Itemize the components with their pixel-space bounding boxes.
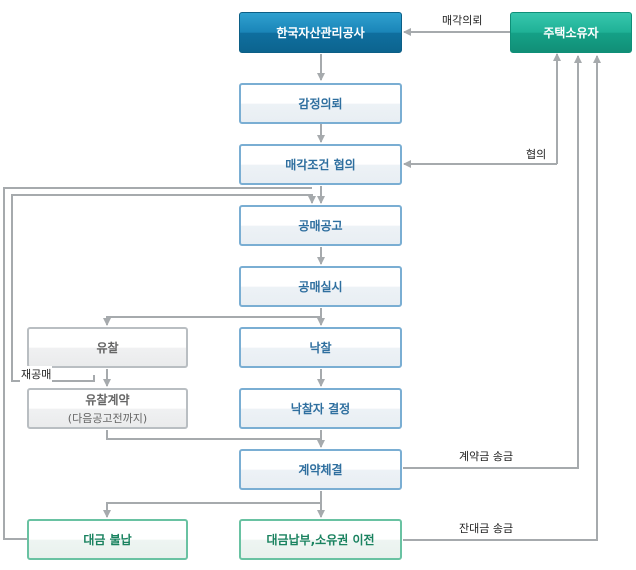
node-sale-terms-label: 매각조건 협의	[285, 158, 356, 172]
node-failed-contract-label: 유찰계약	[85, 393, 130, 407]
node-owner: 주택소유자	[510, 12, 632, 53]
node-kamco-label: 한국자산관리공사	[276, 26, 365, 40]
arrow-balance-to-owner	[403, 55, 601, 541]
arrow-failed-contract-to-contract	[106, 430, 321, 440]
edge-label-balance-remit: 잔대금 송금	[459, 522, 514, 535]
node-failed-bid: 유찰	[27, 327, 188, 368]
edge-label-deposit-remit: 계약금 송금	[459, 450, 514, 463]
arrow-deposit-to-owner	[403, 55, 582, 469]
arrow-re-auction	[11, 194, 316, 382]
node-appraisal: 감정의뢰	[239, 83, 402, 124]
node-failed-bid-label: 유찰	[96, 341, 119, 355]
node-nonpayment: 대금 불납	[27, 519, 188, 560]
node-auction-label: 공매실시	[298, 280, 343, 294]
node-public-notice: 공매공고	[239, 205, 402, 246]
node-failed-contract: 유찰계약 (다음공고전까지)	[27, 388, 188, 429]
node-public-notice-label: 공매공고	[298, 219, 343, 233]
edge-label-sale-request: 매각의뢰	[442, 14, 483, 27]
node-winner-decision: 낙찰자 결정	[239, 388, 402, 429]
arrow-nonpayment-to-notice	[3, 187, 312, 540]
node-contract: 계약체결	[239, 449, 402, 490]
node-nonpayment-label: 대금 불납	[83, 533, 132, 547]
node-contract-label: 계약체결	[298, 463, 343, 477]
node-sale-terms: 매각조건 협의	[239, 144, 402, 185]
node-payment-transfer-label: 대금납부,소유권 이전	[266, 533, 375, 547]
node-failed-contract-note: (다음공고전까지)	[67, 412, 148, 425]
arrow-auction-to-failed	[103, 316, 321, 326]
node-winner-decision-label: 낙찰자 결정	[290, 402, 351, 416]
node-winning-bid: 낙찰	[239, 327, 402, 368]
node-payment-transfer: 대금납부,소유권 이전	[239, 519, 402, 560]
node-appraisal-label: 감정의뢰	[298, 97, 343, 111]
node-owner-label: 주택소유자	[543, 26, 599, 40]
arrow-contract-to-nonpayment	[103, 502, 321, 518]
edge-label-re-auction: 재공매	[20, 366, 53, 382]
node-auction: 공매실시	[239, 266, 402, 307]
node-kamco: 한국자산관리공사	[239, 12, 402, 53]
edge-label-consultation: 협의	[526, 148, 547, 161]
node-winning-bid-label: 낙찰	[309, 341, 332, 355]
